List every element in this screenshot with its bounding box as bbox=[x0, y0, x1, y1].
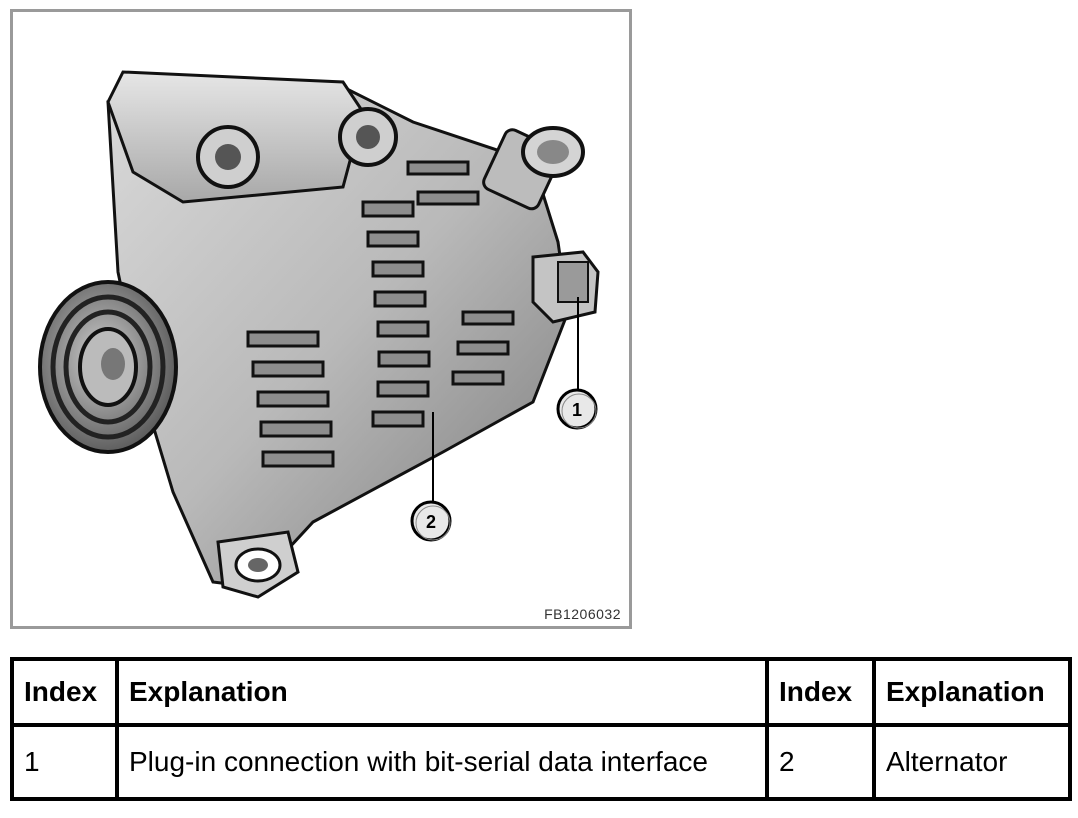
mount-hole-left-inner bbox=[215, 144, 241, 170]
mount-hole-right-inner bbox=[356, 125, 380, 149]
callout-1-label: 1 bbox=[572, 400, 582, 420]
plug-in-connector bbox=[531, 250, 600, 324]
header-explanation-1: Explanation bbox=[115, 657, 769, 727]
pulley bbox=[38, 280, 178, 454]
header-index-2: Index bbox=[765, 657, 876, 727]
legend-header-row: Index Explanation Index Explanation bbox=[10, 657, 1072, 727]
top-connector bbox=[482, 126, 585, 211]
cooling-fins bbox=[246, 160, 515, 468]
callout-1: 1 bbox=[556, 388, 598, 430]
row-explanation-1: Plug-in connection with bit-serial data … bbox=[115, 723, 769, 801]
callout-2: 2 bbox=[410, 500, 452, 542]
row-index-1: 1 bbox=[10, 723, 119, 801]
row-explanation-2: Alternator bbox=[872, 723, 1072, 801]
lower-mount-ear bbox=[216, 530, 300, 599]
row-index-2: 2 bbox=[765, 723, 876, 801]
header-index-1: Index bbox=[10, 657, 119, 727]
figure-id: FB1206032 bbox=[544, 606, 621, 622]
legend-table: Index Explanation Index Explanation 1 Pl… bbox=[10, 657, 1072, 801]
callout-2-label: 2 bbox=[426, 512, 436, 532]
alternator-figure: 1 2 FB1206032 bbox=[10, 9, 632, 629]
table-row: 1 Plug-in connection with bit-serial dat… bbox=[10, 723, 1072, 801]
header-explanation-2: Explanation bbox=[872, 657, 1072, 727]
alternator-illustration: 1 2 bbox=[38, 70, 600, 599]
